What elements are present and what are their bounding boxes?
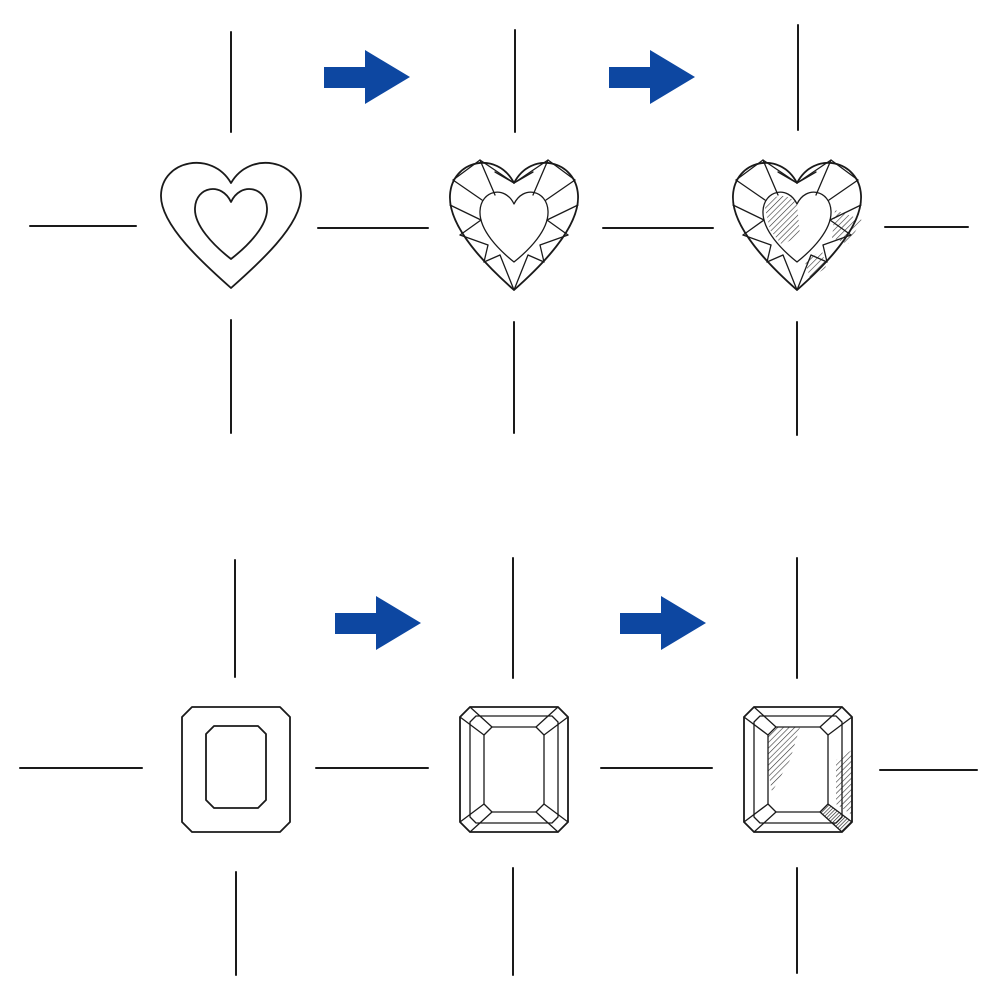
- emerald-inner-table: [205, 725, 267, 809]
- emerald-shading-dark: [820, 804, 852, 832]
- emerald-shading: [768, 727, 800, 792]
- heart-step-1-outline: [29, 31, 302, 434]
- emerald-step-cut-lines: [459, 706, 569, 833]
- emerald-step-1-outline: [19, 559, 291, 976]
- emerald-outer-outline: [459, 706, 569, 833]
- emerald-step-cut-lines: [743, 706, 853, 833]
- heart-crown-facet-lines: [449, 159, 579, 291]
- next-step-arrow: [609, 50, 695, 104]
- emerald-shading: [836, 750, 852, 815]
- heart-step-2-facets: [317, 29, 579, 434]
- heart-shading: [765, 195, 800, 245]
- heart-inner-table: [194, 188, 268, 260]
- heart-outer-outline: [449, 162, 579, 291]
- emerald-step-2-facets: [315, 557, 569, 976]
- emerald-step-3-shaded: [600, 557, 978, 974]
- heart-step-3-shaded: [602, 24, 969, 436]
- next-step-arrow: [335, 596, 421, 650]
- next-step-arrow: [620, 596, 706, 650]
- heart-table-facet: [762, 191, 832, 263]
- heart-table-facet: [479, 191, 549, 263]
- heart-shading: [832, 210, 862, 244]
- emerald-outer-outline: [181, 706, 291, 833]
- heart-crown-facet-lines: [732, 159, 862, 291]
- emerald-table-facet: [483, 726, 545, 813]
- heart-row: [29, 24, 969, 436]
- next-step-arrow: [324, 50, 410, 104]
- heart-shading: [805, 250, 826, 278]
- emerald-cut-row: [19, 557, 978, 976]
- heart-outer-outline: [160, 161, 302, 289]
